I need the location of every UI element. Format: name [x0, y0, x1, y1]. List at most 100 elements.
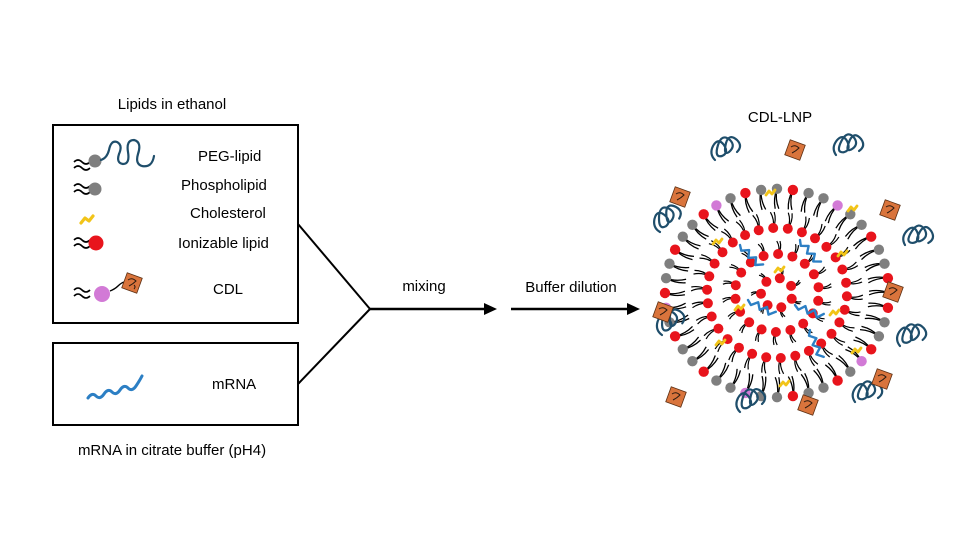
core-ionizable-head [706, 311, 717, 322]
cholesterol-molecule [733, 303, 746, 312]
outer-phospholipid-head [856, 219, 867, 230]
core-ionizable-head [839, 304, 850, 315]
cdl-ligand-mark [803, 400, 813, 409]
peg-coil [735, 388, 767, 414]
peg-coil [902, 224, 935, 247]
outer-phospholipid-head [879, 317, 890, 328]
ionizable-lipid-label: Ionizable lipid [178, 235, 269, 252]
core-ionizable-head [785, 325, 796, 335]
core-ionizable-head [709, 258, 720, 269]
cholesterol-molecule [828, 308, 841, 317]
core-ionizable-head [799, 258, 810, 269]
outer-phospholipid-head [677, 231, 688, 242]
cholesterol-molecule [764, 188, 777, 197]
core-ionizable-head [747, 348, 758, 359]
peg-coil [895, 323, 928, 348]
core-ionizable-head [770, 327, 781, 337]
core-ionizable-head [775, 353, 786, 363]
cholesterol-molecule [711, 237, 724, 246]
cdl-ligand-mark [658, 307, 668, 316]
peg-lipid-label: PEG-lipid [198, 148, 261, 165]
cholesterol-molecule [773, 265, 786, 274]
core-ionizable-head [736, 267, 747, 278]
cdl-ligand [879, 199, 901, 221]
outer-phospholipid-head [879, 258, 890, 269]
core-ionizable-head [776, 302, 787, 313]
outer-ionizable-head [787, 390, 799, 402]
core-ionizable-head [774, 273, 785, 284]
core-ionizable-head [744, 317, 755, 328]
mixing-label: mixing [402, 278, 445, 295]
dilution-label: Buffer dilution [525, 279, 616, 296]
ionizable-lipid-icon [73, 235, 104, 251]
phospholipid-icon [73, 182, 102, 196]
mrna-box [52, 342, 299, 426]
outer-phospholipid-head [687, 356, 698, 367]
cholesterol-molecule [836, 249, 849, 258]
core-ionizable-head [834, 317, 845, 328]
peg-coil [710, 136, 742, 162]
outer-ionizable-head [698, 209, 709, 220]
cdl-ligand [871, 368, 893, 390]
encapsulated-mrna [807, 328, 825, 359]
outer-phospholipid-head [755, 184, 767, 196]
core-ionizable-head [745, 257, 756, 268]
cholesterol-molecule [778, 379, 791, 388]
cdl-ligand [652, 301, 674, 323]
cholesterol-label: Cholesterol [190, 205, 266, 222]
cdl-ligand-mark [675, 192, 685, 201]
core-ionizable-head [704, 271, 715, 282]
core-ionizable-head [808, 269, 819, 280]
cdl-icon [73, 272, 143, 302]
outer-phospholipid-head [818, 382, 829, 393]
core-ionizable-head [756, 324, 767, 335]
outer-ionizable-head [669, 331, 681, 342]
core-ionizable-head [782, 223, 793, 234]
outer-ionizable-head [787, 184, 799, 196]
cholesterol-icon [79, 214, 95, 225]
cdl-lnp-title: CDL-LNP [748, 109, 812, 126]
core-ionizable-head [702, 298, 713, 309]
encapsulated-mrna [793, 303, 825, 319]
core-ionizable-head [717, 247, 728, 258]
encapsulated-mrna [738, 243, 765, 267]
outer-ionizable-head [866, 344, 877, 355]
core-ionizable-head [730, 280, 741, 291]
core-ionizable-head [753, 225, 764, 236]
cdl-lnp-particle [652, 133, 935, 416]
mixing-arrow [370, 303, 497, 315]
outer-cdl-head [711, 200, 722, 211]
core-ionizable-head [798, 318, 809, 329]
outer-phospholipid-head [873, 244, 885, 255]
core-ionizable-head [727, 237, 738, 248]
mrna-icon [86, 374, 144, 400]
cdl-ligand [665, 386, 687, 408]
core-ionizable-head [702, 284, 713, 295]
core-ionizable-head [790, 350, 801, 361]
outer-phospholipid-head [664, 258, 675, 269]
outer-ionizable-head [866, 231, 877, 242]
outer-ionizable-head [669, 244, 681, 255]
core-ionizable-head [768, 223, 779, 233]
outer-ionizable-head [698, 366, 709, 377]
cdl-ligand-mark [888, 287, 898, 296]
outer-phospholipid-head [660, 273, 672, 284]
core-ionizable-head [786, 280, 797, 291]
core-ionizable-head [841, 277, 852, 288]
core-ionizable-head [821, 241, 832, 252]
core-ionizable-head [756, 288, 766, 299]
lipids-box-title: Lipids in ethanol [118, 96, 226, 113]
core-ionizable-head [841, 291, 852, 302]
mrna-box-title: mRNA in citrate buffer (pH4) [78, 442, 266, 459]
core-ionizable-head [837, 264, 848, 275]
outer-phospholipid-head [711, 375, 722, 386]
cdl-ligand [669, 186, 691, 208]
mrna-label: mRNA [212, 376, 256, 393]
outer-ionizable-head [740, 187, 751, 199]
cholesterol-molecule [714, 338, 727, 347]
peg-coil [832, 133, 865, 157]
outer-phospholipid-head [818, 193, 829, 204]
core-ionizable-head [713, 323, 724, 334]
core-ionizable-head [740, 230, 751, 241]
